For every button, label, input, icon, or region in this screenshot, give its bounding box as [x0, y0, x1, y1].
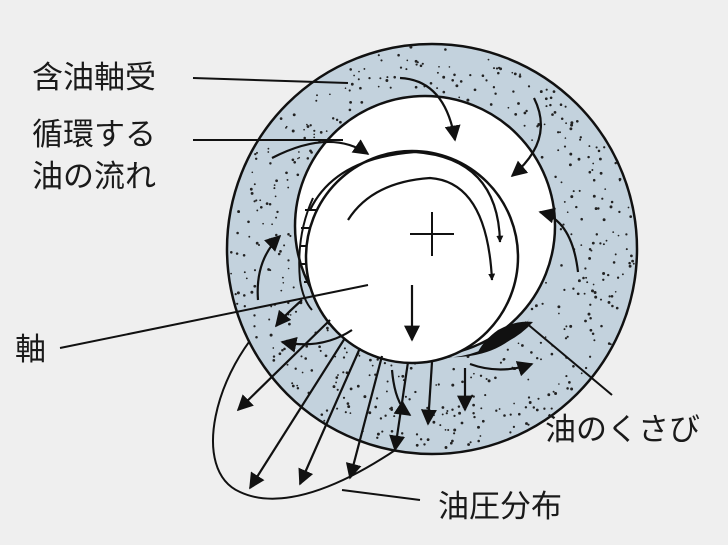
shaft — [304, 149, 520, 365]
bearing-leader — [192, 77, 349, 84]
label-circulation-line1: 循環する — [32, 117, 156, 153]
oil-wedge-tip — [478, 321, 533, 352]
crosshair-icon — [410, 212, 454, 256]
label-oil-wedge: 油のくさび — [545, 412, 700, 448]
pressure-leader — [341, 489, 421, 501]
shaft-leader — [59, 284, 369, 349]
pressure-arrows — [236, 319, 437, 490]
shaft-outer-rotation-arrow — [309, 150, 504, 243]
shaft-rotation-arrow — [347, 176, 496, 281]
label-bearing: 含油軸受 — [32, 60, 156, 96]
label-shaft: 軸 — [15, 332, 46, 368]
label-pressure: 油圧分布 — [438, 489, 562, 525]
oil-circulation-arrows — [256, 76, 580, 416]
oil-wedge-leader — [524, 321, 613, 396]
label-circulation-line2: 油の流れ — [32, 159, 156, 195]
